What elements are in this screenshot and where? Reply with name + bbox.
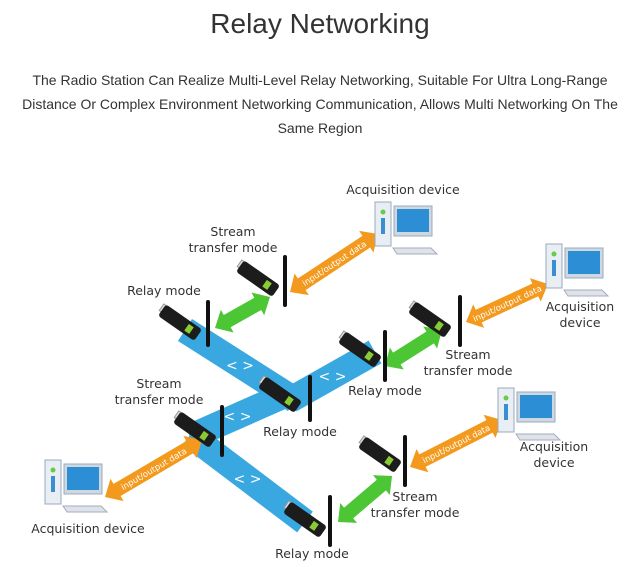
- pc-power-led: [380, 209, 386, 215]
- desktop-computer-icon: [374, 201, 439, 255]
- label-stream-mode-right: Stream transfer mode: [423, 347, 513, 378]
- double-arrow-icon: [338, 475, 393, 523]
- label-acquisition-device-lower-right: Acquisition device: [519, 439, 589, 470]
- label-acquisition-device-right: Acquisition device: [545, 299, 615, 330]
- pc-drive: [504, 404, 508, 420]
- usb-radio-device-icon: [358, 435, 407, 487]
- pc-power-led: [50, 467, 56, 473]
- usb-radio-device-icon: [283, 495, 332, 547]
- wireless-link-arrow: [215, 292, 271, 333]
- page-subtitle: The Radio Station Can Realize Multi-Leve…: [22, 72, 618, 136]
- label-acquisition-device-top: Acquisition device: [346, 182, 460, 197]
- desktop-computer-icon: [497, 387, 562, 441]
- double-arrow-icon: [215, 292, 271, 333]
- pc-keyboard: [62, 505, 109, 513]
- device-led: [284, 395, 294, 406]
- io-data-label: input/output data: [301, 240, 369, 289]
- chevron-icon: < >: [226, 358, 254, 374]
- usb-radio-device-icon: [236, 255, 287, 307]
- data-link-arrow: input/output data: [410, 414, 502, 473]
- page-title: Relay Networking: [210, 8, 430, 39]
- pc-keyboard: [392, 247, 439, 255]
- pc-power-led: [551, 251, 557, 257]
- usb-radio-device-icon: [338, 330, 387, 382]
- wireless-link-arrow: [385, 326, 443, 370]
- chevron-icon: < >: [224, 409, 252, 425]
- pc-drive: [381, 218, 385, 234]
- chevron-icon: < >: [319, 369, 347, 385]
- double-arrow-icon: [385, 326, 443, 370]
- device-led: [384, 455, 394, 466]
- device-body: [237, 261, 279, 296]
- device-led: [184, 323, 194, 334]
- usb-radio-device-icon: [408, 295, 462, 347]
- pc-drive: [552, 260, 556, 276]
- double-arrow-icon: [410, 414, 502, 473]
- pc-keyboard: [563, 289, 610, 297]
- label-relay-mode-mid-right: Relay mode: [348, 383, 422, 398]
- label-acquisition-device-left: Acquisition device: [31, 521, 145, 536]
- label-relay-mode-center: Relay mode: [263, 424, 337, 439]
- label-stream-mode-bottom: Stream transfer mode: [370, 489, 460, 520]
- usb-radio-device-icon: [158, 300, 210, 347]
- chevron-icon: < >: [234, 472, 262, 488]
- desktop-computer-icon: [44, 459, 109, 513]
- label-relay-mode-bottom: Relay mode: [275, 546, 349, 561]
- pc-screen: [520, 395, 552, 418]
- pc-screen: [67, 467, 99, 490]
- pc-drive: [51, 476, 55, 492]
- desktop-computer-icon: [545, 243, 610, 297]
- pc-screen: [568, 251, 600, 274]
- data-link-arrow: input/output data: [290, 230, 379, 296]
- device-led: [262, 279, 272, 290]
- data-link-arrow: input/output data: [466, 278, 549, 328]
- double-arrow-icon: [466, 278, 549, 328]
- label-relay-mode-top-left: Relay mode: [127, 283, 201, 298]
- label-stream-mode-left: Stream transfer mode: [114, 376, 204, 407]
- device-led: [434, 320, 444, 331]
- wireless-link-arrow: [338, 475, 393, 523]
- device-led: [199, 430, 209, 441]
- relay-link-band: [283, 340, 382, 412]
- io-data-label: input/output data: [421, 423, 492, 466]
- double-arrow-icon: [290, 230, 379, 296]
- usb-radio-device-icon: [258, 375, 312, 422]
- label-stream-mode-top: Stream transfer mode: [188, 224, 278, 255]
- pc-screen: [397, 209, 429, 232]
- data-link-arrow: input/output data: [105, 435, 202, 502]
- device-led: [364, 350, 374, 361]
- double-arrow-icon: [105, 435, 202, 502]
- io-data-label: input/output data: [472, 284, 544, 324]
- device-body: [359, 437, 401, 472]
- pc-keyboard: [515, 433, 562, 441]
- device-led: [309, 520, 319, 531]
- pc-power-led: [503, 395, 509, 401]
- usb-radio-device-icon: [173, 405, 224, 457]
- io-data-label: input/output data: [120, 447, 189, 493]
